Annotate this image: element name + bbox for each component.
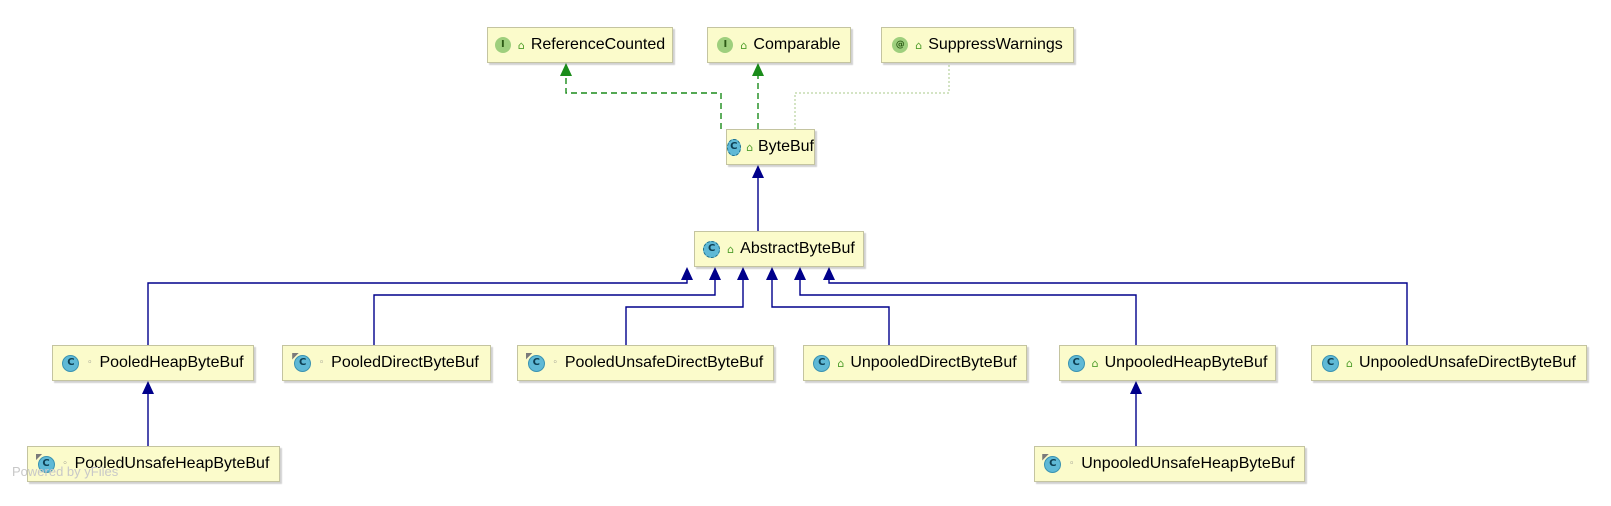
node-pooleddirectbytebuf[interactable]: C ◦ PooledDirectByteBuf — [282, 345, 491, 381]
package-private-icon: ◦ — [62, 458, 68, 469]
final-marker-icon — [1042, 453, 1050, 461]
package-private-icon: ◦ — [319, 357, 325, 368]
final-marker-icon — [292, 352, 300, 360]
node-unpooleddirectbytebuf[interactable]: C ⌂ UnpooledDirectByteBuf — [803, 345, 1027, 381]
abstract-class-icon: C — [703, 240, 721, 258]
package-private-icon: ◦ — [552, 357, 558, 368]
kind-letter: C — [299, 357, 307, 368]
public-lock-icon: ⌂ — [1345, 356, 1353, 370]
node-label: ReferenceCounted — [530, 36, 666, 53]
node-label: SuppressWarnings — [928, 36, 1063, 53]
kind-letter: C — [532, 357, 540, 368]
arrowhead-pooleddirectbytebuf-to-abstractbytebuf — [709, 267, 721, 280]
node-label: PooledUnsafeDirectByteBuf — [564, 354, 764, 371]
kind-letter: C — [730, 141, 738, 152]
node-label: AbstractByteBuf — [740, 240, 855, 257]
yfiles-watermark: Powered by yFiles — [12, 464, 119, 479]
class-icon: C — [1321, 354, 1339, 372]
node-suppresswarnings[interactable]: @ ⌂ SuppressWarnings — [881, 27, 1074, 63]
kind-letter: I — [500, 39, 505, 50]
final-class-icon: C — [35, 453, 55, 473]
public-lock-icon: ⌂ — [1091, 356, 1099, 370]
arrowhead-pooledunsafedirectbytebuf-to-abstractbytebuf — [737, 267, 749, 280]
abstract-class-icon: C — [727, 138, 741, 156]
final-marker-icon — [525, 352, 533, 360]
node-unpooledheapbytebuf[interactable]: C ⌂ UnpooledHeapByteBuf — [1059, 345, 1276, 381]
edge-extends-pooledunsafedirectbytebuf-to-abstractbytebuf — [625, 279, 744, 345]
node-bytebuf[interactable]: C ⌂ByteBuf — [726, 129, 815, 165]
edge-extends-unpooledheapbytebuf-to-abstractbytebuf — [799, 279, 1137, 345]
public-lock-icon: ⌂ — [915, 38, 923, 52]
public-lock-icon: ⌂ — [517, 38, 525, 52]
final-class-icon: C — [292, 352, 312, 372]
annotation-icon: @ — [892, 37, 909, 53]
node-abstractbytebuf[interactable]: C ⌂ AbstractByteBuf — [694, 231, 864, 267]
public-lock-icon: ⌂ — [740, 38, 748, 52]
node-pooledheapbytebuf[interactable]: C ◦ PooledHeapByteBuf — [52, 345, 254, 381]
public-lock-icon: ⌂ — [746, 140, 754, 154]
arrowhead-bytebuf-to-comparable — [752, 63, 764, 76]
node-label: PooledDirectByteBuf — [331, 354, 479, 371]
package-private-icon: ◦ — [87, 357, 93, 368]
final-class-icon: C — [1042, 453, 1062, 473]
edge-implements-bytebuf-to-referencecounted — [565, 75, 722, 129]
node-comparable[interactable]: I ⌂ Comparable — [707, 27, 851, 63]
edge-extends-pooleddirectbytebuf-to-abstractbytebuf — [373, 279, 716, 345]
class-icon: C — [1067, 354, 1085, 372]
node-label: UnpooledHeapByteBuf — [1104, 354, 1268, 371]
arrowhead-unpooledunsafedirectbytebuf-to-abstractbytebuf — [823, 267, 835, 280]
kind-letter: C — [818, 357, 826, 368]
edge-extends-unpooledunsafedirectbytebuf-to-abstractbytebuf — [828, 279, 1408, 345]
public-lock-icon: ⌂ — [727, 242, 735, 256]
arrowhead-unpooleddirectbytebuf-to-abstractbytebuf — [766, 267, 778, 280]
kind-letter: I — [723, 39, 728, 50]
node-pooledunsafeheapbytebuf[interactable]: C ◦ PooledUnsafeHeapByteBuf — [27, 446, 280, 482]
kind-letter: C — [707, 243, 716, 254]
edge-annotated-bytebuf-to-suppresswarnings — [794, 63, 950, 129]
edge-extends-pooledheapbytebuf-to-abstractbytebuf — [147, 279, 688, 345]
class-icon: C — [813, 354, 831, 372]
arrowhead-pooledunsafeheapbytebuf-to-pooledheapbytebuf — [142, 381, 154, 394]
node-unpooledunsafedirectbytebuf[interactable]: C ⌂ UnpooledUnsafeDirectByteBuf — [1311, 345, 1587, 381]
package-private-icon: ◦ — [1069, 458, 1075, 469]
kind-letter: C — [1326, 357, 1335, 368]
kind-letter: @ — [895, 39, 905, 50]
node-referencecounted[interactable]: I ⌂ ReferenceCounted — [487, 27, 673, 63]
arrowhead-abstractbytebuf-to-bytebuf — [752, 165, 764, 178]
public-lock-icon: ⌂ — [837, 356, 845, 370]
class-icon: C — [62, 354, 80, 372]
arrowhead-unpooledunsafeheapbytebuf-to-unpooledheapbytebuf — [1130, 381, 1142, 394]
node-unpooledunsafeheapbytebuf[interactable]: C ◦ UnpooledUnsafeHeapByteBuf — [1034, 446, 1305, 482]
arrowhead-unpooledheapbytebuf-to-abstractbytebuf — [794, 267, 806, 280]
node-label: UnpooledDirectByteBuf — [850, 354, 1017, 371]
node-label: PooledHeapByteBuf — [99, 354, 244, 371]
node-label: Comparable — [753, 36, 841, 53]
node-label: UnpooledUnsafeHeapByteBuf — [1081, 455, 1295, 472]
kind-letter: C — [42, 458, 50, 469]
arrowhead-bytebuf-to-referencecounted — [560, 63, 572, 76]
kind-letter: C — [1049, 458, 1057, 469]
arrowhead-pooledheapbytebuf-to-abstractbytebuf — [681, 267, 693, 280]
node-label: PooledUnsafeHeapByteBuf — [74, 455, 270, 472]
interface-icon: I — [717, 37, 734, 53]
node-label: UnpooledUnsafeDirectByteBuf — [1358, 354, 1576, 371]
kind-letter: C — [67, 357, 75, 368]
node-label: ByteBuf — [757, 138, 814, 155]
edge-extends-unpooleddirectbytebuf-to-abstractbytebuf — [771, 279, 890, 345]
final-class-icon: C — [525, 352, 545, 372]
final-marker-icon — [35, 453, 43, 461]
node-pooledunsafedirectbytebuf[interactable]: C ◦ PooledUnsafeDirectByteBuf — [517, 345, 774, 381]
kind-letter: C — [1072, 357, 1080, 368]
interface-icon: I — [494, 37, 511, 53]
